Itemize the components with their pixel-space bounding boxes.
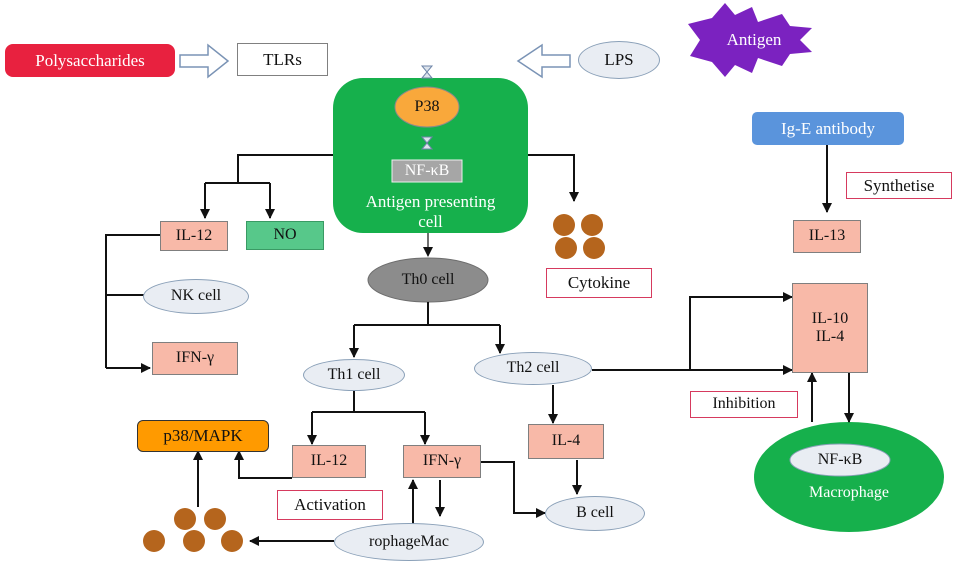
antigen-label: Antigen <box>726 30 782 50</box>
th2-ellipse: Th2 cell <box>474 352 592 385</box>
nfkb-mac-label: NF-κB <box>817 450 863 468</box>
apc-label-line2: cell <box>418 212 443 232</box>
nfkb-apc-shape <box>391 159 463 183</box>
bcell-ellipse: B cell <box>545 496 645 531</box>
hourglass-icon <box>420 65 434 79</box>
synthetise-label: Synthetise <box>846 172 952 199</box>
bracket-il12-left <box>105 234 160 368</box>
il10-label: IL-10 <box>811 309 849 327</box>
arrow-il12-mapk <box>234 450 292 479</box>
p38-mapk-box: p38/MAPK <box>137 420 269 452</box>
ige-antibody-box: Ig-E antibody <box>752 112 904 145</box>
il4-mid-box: IL-4 <box>528 424 604 459</box>
cytokine-label: Cytokine <box>546 268 652 298</box>
apc-label-line1: Antigen presenting <box>365 192 496 212</box>
nfkb-mac-shape <box>789 443 891 477</box>
hourglass-icon <box>420 136 434 150</box>
ifn-bottom-box: IFN-γ <box>403 445 481 478</box>
rophagemac-ellipse: rophageMac <box>334 523 484 561</box>
arrow-th2-il10-top <box>689 292 793 370</box>
antigen-presenting-cell-shape <box>333 78 528 233</box>
p38-shape <box>394 86 460 128</box>
il12-top-box: IL-12 <box>160 221 228 251</box>
il4-right-label: IL-4 <box>815 328 845 345</box>
arrow-apc-left <box>237 154 333 183</box>
connectors <box>105 140 854 546</box>
il13-box: IL-13 <box>793 220 861 253</box>
il10-il4-box: IL-10 IL-4 <box>792 283 868 373</box>
arrow-ifn-bcell <box>481 461 546 518</box>
macrophage-shape <box>754 422 944 532</box>
nk-cell-ellipse: NK cell <box>143 279 249 314</box>
th0-label: Th0 cell <box>401 270 455 288</box>
inhibition-label: Inhibition <box>690 391 798 418</box>
p38-label: P38 <box>414 97 440 115</box>
block-arrow-right <box>179 43 230 79</box>
activation-label: Activation <box>277 490 383 520</box>
arrow-apc-right <box>528 154 579 202</box>
antigen-star-shape <box>688 3 812 77</box>
no-box: NO <box>246 221 324 250</box>
tlrs-box: TLRs <box>237 43 328 76</box>
nfkb-apc-label: NF-κB <box>404 161 450 179</box>
il12-bottom-box: IL-12 <box>292 445 366 478</box>
block-arrow-left <box>516 43 571 79</box>
macrophage-label: Macrophage <box>809 483 889 501</box>
polysaccharides-pill: Polysaccharides <box>5 44 175 77</box>
cytokine-circles-icon <box>553 214 605 259</box>
ifn-left-box: IFN-γ <box>152 342 238 375</box>
th1-ellipse: Th1 cell <box>303 359 405 391</box>
bottom-circles-icon <box>143 508 243 552</box>
lps-ellipse: LPS <box>578 41 660 79</box>
